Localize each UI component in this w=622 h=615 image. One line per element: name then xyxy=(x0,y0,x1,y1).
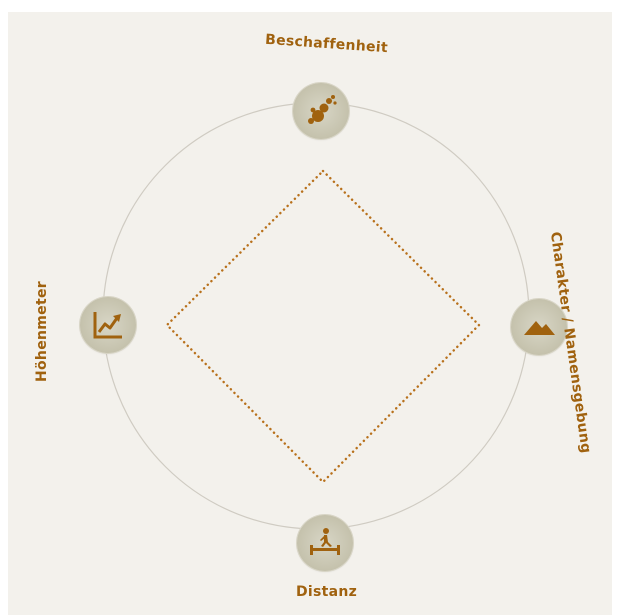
elevation-badge xyxy=(80,297,136,353)
mountain-icon xyxy=(524,321,555,335)
value-polygon xyxy=(165,169,481,484)
label-distanz: Distanz xyxy=(296,584,358,600)
rocks-icon xyxy=(308,95,337,124)
label-hoehenmeter: Höhenmeter xyxy=(34,281,50,382)
outer-circle xyxy=(102,102,530,530)
mountain-badge xyxy=(511,299,567,355)
hiker-distance-icon xyxy=(310,528,340,555)
rocks-badge xyxy=(293,83,349,139)
distance-badge xyxy=(297,515,353,571)
elevation-chart-icon xyxy=(93,312,122,339)
diagram-canvas: Beschaffenheit Charakter / Namensgebung … xyxy=(8,12,612,615)
